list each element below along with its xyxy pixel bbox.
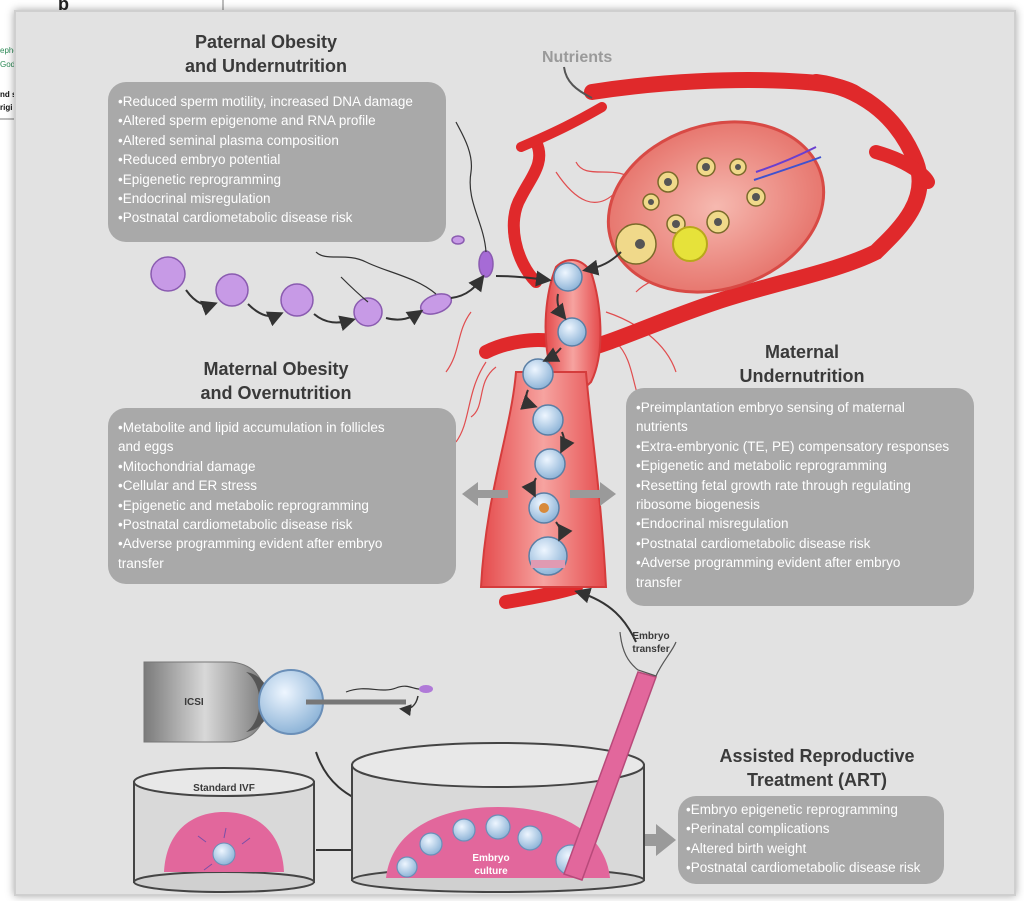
- list-item: •Postnatal cardiometabolic disease risk: [686, 860, 921, 876]
- sperm-arrows: [185, 270, 552, 331]
- art-title: Assisted Reproductive Treatment (ART): [682, 744, 952, 792]
- paternal-title-line1: Paternal Obesity: [194, 32, 338, 52]
- maternal-obesity-list: •Metabolite and lipid accumulation in fo…: [118, 418, 446, 573]
- list-item: transfer: [636, 574, 682, 590]
- list-item: transfer: [118, 555, 164, 571]
- embryo-transfer-label: Embryo transfer: [616, 630, 686, 656]
- art-title-line2: Treatment (ART): [746, 770, 887, 790]
- fragment-author-text: God: [0, 60, 16, 69]
- list-item: •Altered sperm epigenome and RNA profile: [118, 113, 376, 129]
- maternal-undernutrition-list: •Preimplantation embryo sensing of mater…: [636, 398, 964, 592]
- maternal-undernutrition-title: Maternal Undernutrition: [702, 340, 902, 388]
- list-item: •Endocrinal misregulation: [118, 191, 271, 207]
- diagram-artwork: [133, 66, 935, 893]
- maternal-under-title-line2: Undernutrition: [739, 366, 865, 386]
- list-item: •Mitochondrial damage: [118, 458, 256, 474]
- list-item: •Altered birth weight: [686, 840, 807, 856]
- list-item: ribosome biogenesis: [636, 497, 760, 513]
- embryo-stages: [522, 262, 587, 576]
- embryo-culture-line1: Embryo: [472, 853, 510, 864]
- list-item: •Epigenetic and metabolic reprogramming: [636, 458, 887, 474]
- list-item: •Adverse programming evident after embry…: [636, 555, 901, 571]
- maternal-obesity-box: •Metabolite and lipid accumulation in fo…: [108, 408, 456, 584]
- list-item: •Postnatal cardiometabolic disease risk: [118, 517, 353, 533]
- fragment-body-text: rigi: [0, 103, 13, 112]
- list-item: •Endocrinal misregulation: [636, 516, 789, 532]
- list-item: nutrients: [636, 419, 688, 435]
- list-item: •Perinatal complications: [686, 821, 830, 837]
- embryo-path-arrows: [520, 251, 622, 542]
- paternal-title-line2: and Undernutrition: [185, 56, 347, 76]
- list-item: •Metabolite and lipid accumulation in fo…: [118, 420, 385, 435]
- list-item: •Reduced sperm motility, increased DNA d…: [118, 94, 413, 109]
- transfer-arrow: [574, 587, 637, 643]
- list-item: •Postnatal cardiometabolic disease risk: [636, 535, 871, 551]
- list-item: •Epigenetic and metabolic reprogramming: [118, 497, 369, 513]
- list-item: •Altered seminal plasma composition: [118, 132, 339, 148]
- list-item: •Preimplantation embryo sensing of mater…: [636, 400, 905, 415]
- side-arrows: [462, 482, 676, 856]
- list-item: •Embryo epigenetic reprogramming: [686, 802, 898, 817]
- embryo-transfer-line2: transfer: [632, 644, 670, 655]
- maternal-obesity-title-line2: and Overnutrition: [200, 383, 352, 403]
- art-effects-list: •Embryo epigenetic reprogramming •Perinat…: [686, 800, 936, 878]
- embryo-culture-line2: culture: [474, 866, 508, 877]
- ovary: [606, 120, 826, 294]
- fragment-author-text: ephe: [0, 46, 18, 55]
- paternal-title: Paternal Obesity and Undernutrition: [136, 30, 396, 78]
- icsi-label: ICSI: [184, 697, 204, 708]
- sperm-tails: [315, 121, 487, 303]
- sperm-development: [150, 235, 494, 327]
- maternal-obesity-title: Maternal Obesity and Overnutrition: [146, 357, 406, 405]
- embryo-transfer-line1: Embryo: [632, 631, 670, 642]
- fragment-body-text: nd st: [0, 90, 20, 99]
- list-item: and eggs: [118, 439, 174, 455]
- nutrients-pointer: [563, 66, 593, 99]
- nutrients-label: Nutrients: [542, 49, 613, 66]
- maternal-under-title-line1: Maternal: [764, 342, 840, 362]
- paternal-effects-box: •Reduced sperm motility, increased DNA d…: [108, 82, 446, 242]
- transfer-tube: [563, 631, 677, 881]
- fragment-heading: p: [58, 0, 69, 14]
- maternal-undernutrition-box: •Preimplantation embryo sensing of mater…: [626, 388, 974, 606]
- art-title-line1: Assisted Reproductive: [719, 746, 915, 766]
- standard-ivf-dish: [133, 767, 315, 893]
- icsi-apparatus: [143, 661, 433, 743]
- figure-panel: Nutrients Paternal Obesity and Undernutr…: [14, 10, 1016, 896]
- embryo-culture-label: Embryo culture: [456, 852, 526, 878]
- list-item: •Cellular and ER stress: [118, 478, 258, 494]
- paternal-effects-list: •Reduced sperm motility, increased DNA d…: [118, 92, 436, 228]
- list-item: •Adverse programming evident after embry…: [118, 536, 383, 552]
- art-effects-box: •Embryo epigenetic reprogramming •Perinat…: [678, 796, 944, 884]
- maternal-obesity-title-line1: Maternal Obesity: [203, 359, 349, 379]
- standard-ivf-label: Standard IVF: [193, 783, 255, 794]
- list-item: •Postnatal cardiometabolic disease risk: [118, 210, 353, 226]
- list-item: •Resetting fetal growth rate through reg…: [636, 477, 911, 493]
- list-item: •Reduced embryo potential: [118, 152, 281, 168]
- list-item: •Extra-embryonic (TE, PE) compensatory r…: [636, 438, 950, 454]
- list-item: •Epigenetic reprogramming: [118, 171, 282, 187]
